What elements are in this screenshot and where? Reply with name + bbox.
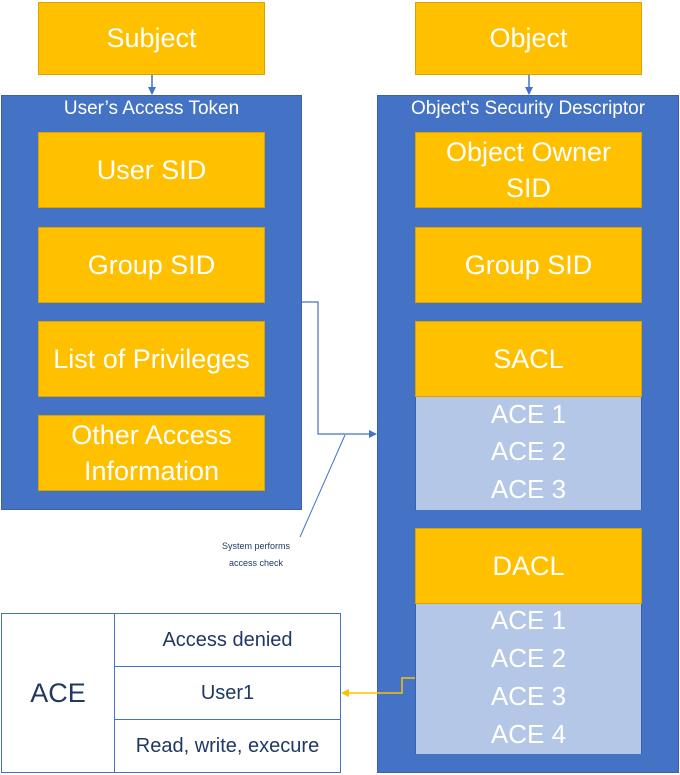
dacl-ace-3: ACE 3 xyxy=(490,681,567,711)
descriptor-group-sid: Group SID xyxy=(415,227,642,303)
ace-row-principal-text: User1 xyxy=(200,681,255,704)
access-check-connector xyxy=(302,301,377,438)
dacl-header: DACL xyxy=(415,528,642,604)
sacl-label: SACL xyxy=(493,344,564,374)
token-privileges-label: List of Privileges xyxy=(53,344,250,374)
token-other-info: Other Access Information xyxy=(38,415,265,491)
ace-row-permissions-text: Read, write, execure xyxy=(135,734,320,757)
ace-row-type: Access denied xyxy=(115,614,340,667)
token-user-sid-label: User SID xyxy=(96,155,207,185)
ace-table-label: ACE xyxy=(2,614,115,772)
token-user-sid: User SID xyxy=(38,132,265,208)
ace-row-permissions: Read, write, execure xyxy=(115,720,340,772)
dacl-label: DACL xyxy=(492,551,565,581)
annotation-line-1: System performs xyxy=(221,541,290,551)
object-label: Object xyxy=(489,23,568,53)
sacl-ace-2: ACE 2 xyxy=(490,436,567,466)
object-box: Object xyxy=(415,2,642,75)
dacl-ace-2: ACE 2 xyxy=(490,643,567,673)
token-other-info-label: Other Access Information xyxy=(71,420,232,486)
descriptor-group-sid-label: Group SID xyxy=(464,250,593,280)
ace-table-label-text: ACE xyxy=(30,677,86,708)
dacl-ace-list: ACE 1 ACE 2 ACE 3 ACE 4 xyxy=(415,604,642,754)
token-privileges: List of Privileges xyxy=(38,321,265,397)
subject-label: Subject xyxy=(106,23,197,53)
subject-box: Subject xyxy=(38,2,265,75)
security-descriptor-title: Object’s Security Descriptor xyxy=(410,98,646,119)
annotation-line-2: access check xyxy=(228,558,284,568)
sacl-ace-1: ACE 1 xyxy=(490,399,567,429)
sacl-ace-3: ACE 3 xyxy=(490,474,567,504)
access-check-annotation: System performs access check xyxy=(196,538,316,572)
dacl-ace-1: ACE 1 xyxy=(490,605,567,635)
sacl-header: SACL xyxy=(415,321,642,397)
ace-row-principal: User1 xyxy=(115,667,340,720)
dacl-ace-4: ACE 4 xyxy=(490,719,567,749)
owner-sid-label: Object Owner SID xyxy=(445,137,612,203)
token-group-sid: Group SID xyxy=(38,227,265,303)
token-group-sid-label: Group SID xyxy=(87,250,216,280)
access-token-title: User’s Access Token xyxy=(63,98,240,119)
ace-detail-table: ACE Access denied User1 Read, write, exe… xyxy=(1,613,341,773)
owner-sid-box: Object Owner SID xyxy=(415,132,642,208)
ace-row-type-text: Access denied xyxy=(162,628,293,651)
annotation-leader-line xyxy=(299,434,346,538)
sacl-ace-list: ACE 1 ACE 2 ACE 3 xyxy=(415,397,642,510)
